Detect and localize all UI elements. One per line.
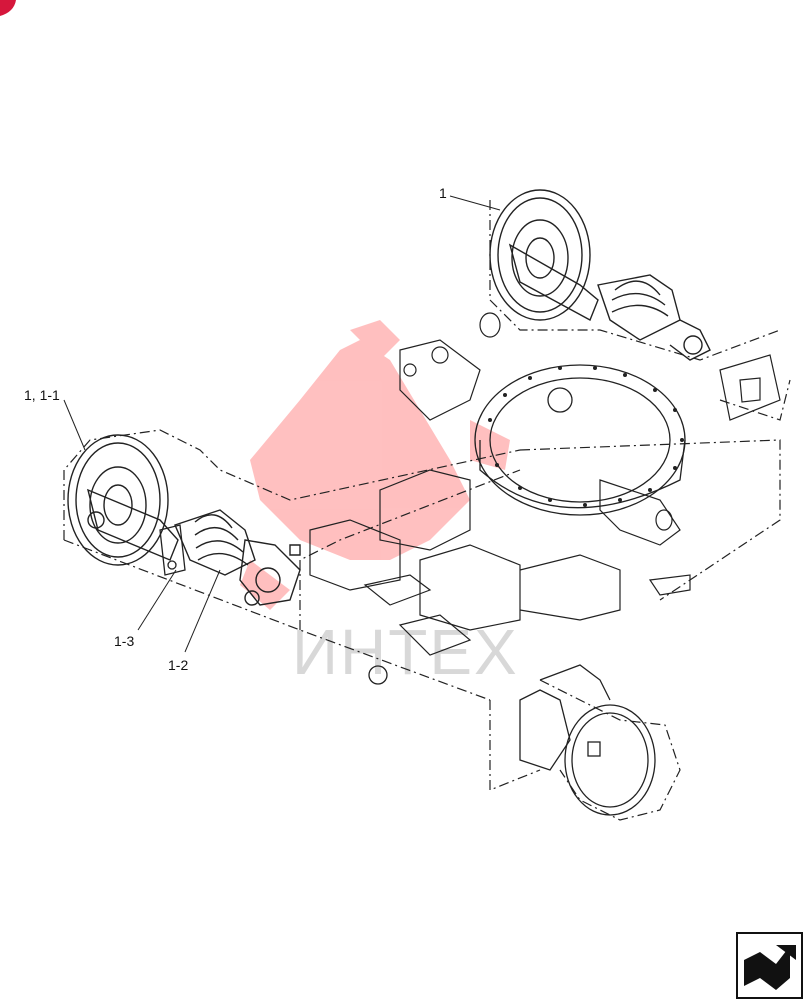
idler-1-1 — [67, 434, 179, 566]
recoil-spring-1-2 — [174, 509, 301, 606]
callout-1-2: 1-2 — [168, 657, 188, 673]
corner-mark — [0, 0, 16, 16]
chassis-frame — [63, 200, 791, 821]
callout-1-1-1: 1, 1-1 — [24, 387, 60, 403]
next-page-arrow-icon[interactable] — [736, 932, 803, 999]
idler-1 — [489, 189, 711, 361]
callout-1: 1 — [439, 185, 447, 201]
drive-housing — [368, 664, 656, 816]
callout-1-3: 1-3 — [114, 633, 134, 649]
center-body — [309, 312, 781, 656]
slewing-ring — [474, 364, 686, 516]
watermark-logo — [240, 320, 510, 610]
ring-bolts — [488, 366, 684, 507]
bracket-1-3 — [159, 524, 186, 576]
leader-lines — [63, 195, 501, 653]
